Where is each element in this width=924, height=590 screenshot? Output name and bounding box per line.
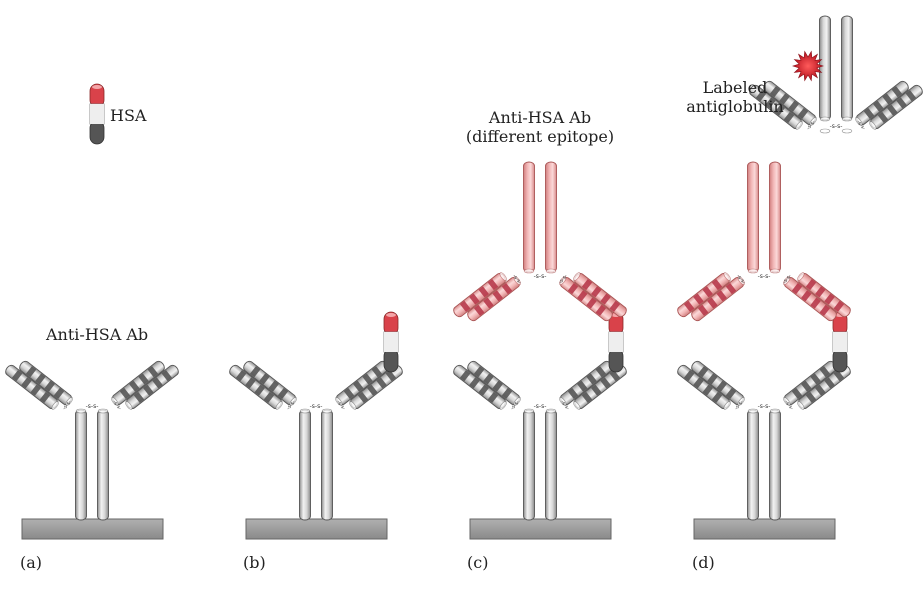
hsa-label: HSA (110, 106, 147, 125)
different-epitope-line: (different epitope) (465, 127, 615, 146)
hsa-molecule-d (832, 311, 848, 373)
capture-antibody-a-disulfide-bond: -s-s- (86, 403, 99, 410)
detection-antibody-d-disulfide-left: -s-s- (735, 273, 747, 285)
labeled-antiglobulin-heavy-chain-right (841, 128, 853, 134)
detection-antibody-c-heavy-chain-right (545, 161, 557, 274)
labeled-antiglobulin-label: Labeled antiglobulin (675, 78, 795, 116)
hsa-molecule-d-bottom (832, 348, 848, 373)
detection-antibody-c-fab-outer-left (453, 272, 507, 318)
capture-antibody-d-disulfide-left: -s-s- (734, 399, 746, 411)
labeled-antiglobulin-fab-inner-right (855, 80, 909, 126)
labeled-antiglobulin-fab-outer-left (749, 84, 803, 130)
labeled-antiglobulin-fab-inner-left (763, 80, 817, 126)
panel-label-c: (c) (467, 553, 489, 572)
capture-antibody-c-fab-inner-right (559, 360, 613, 406)
anti-hsa-ab-line: Anti-HSA Ab (488, 108, 592, 127)
detection-antibody-d-fab-outer-right (797, 272, 851, 318)
anti-hsa-ab-label: Anti-HSA Ab (46, 325, 149, 344)
capture-antibody-a-heavy-chain-left (75, 408, 87, 521)
capture-antibody-b-fab-inner-left (243, 360, 297, 406)
hsa-molecule-b (383, 311, 399, 373)
capture-antibody-a-fab-inner-right (111, 360, 165, 406)
detection-antibody-c-heavy-chain-left (523, 161, 535, 274)
detection-antibody-d-fab-inner-left (691, 276, 745, 322)
labeled-antiglobulin-disulfide-right: -s-s- (855, 119, 867, 131)
labeled-antiglobulin-disulfide-bond: -s-s- (830, 123, 843, 130)
capture-antibody-d-disulfide-right: -s-s- (783, 399, 795, 411)
antiglobulin-stem-left (819, 15, 831, 122)
capture-antibody-d: -s-s- -s-s- -s-s- (677, 360, 851, 521)
capture-antibody-c-disulfide-bond: -s-s- (534, 403, 547, 410)
detection-antibody-d-disulfide-right: -s-s- (782, 273, 794, 285)
label-star-icon (792, 50, 824, 82)
detection-antibody-c-fab-outer-right (573, 272, 627, 318)
solid-surface-c (469, 518, 612, 540)
capture-antibody-a-disulfide-right: -s-s- (111, 399, 123, 411)
hsa-molecule-b-bottom (383, 348, 399, 373)
capture-antibody-c-fab-outer-left (453, 364, 507, 410)
capture-antibody-a-disulfide-left: -s-s- (62, 399, 74, 411)
labeled-line: Labeled (702, 78, 768, 97)
capture-antibody-c-fab-outer-right (573, 364, 627, 410)
capture-antibody-c-fab-inner-left (467, 360, 521, 406)
hsa-molecule-a-bottom (89, 120, 105, 145)
capture-antibody-c-heavy-chain-left (523, 408, 535, 521)
detection-antibody-c-fab-inner-left (467, 276, 521, 322)
solid-surface-a (21, 518, 164, 540)
solid-surface-b (245, 518, 388, 540)
antiglobulin-stem-right (841, 15, 853, 122)
capture-antibody-d-fab-inner-right (783, 360, 837, 406)
capture-antibody-c-disulfide-left: -s-s- (510, 399, 522, 411)
detection-antibody-d-disulfide-bond: -s-s- (758, 273, 771, 280)
capture-antibody-b-heavy-chain-right (321, 408, 333, 521)
capture-antibody-b-heavy-chain-left (299, 408, 311, 521)
capture-antibody-b-fab-outer-right (349, 364, 403, 410)
capture-antibody-d-heavy-chain-right (769, 408, 781, 521)
capture-antibody-d-fab-outer-left (677, 364, 731, 410)
capture-antibody-b-fab-outer-left (229, 364, 283, 410)
capture-antibody-d-fab-outer-right (797, 364, 851, 410)
anti-hsa-ab-different-epitope-label: Anti-HSA Ab (different epitope) (460, 108, 620, 146)
capture-antibody-a-fab-outer-right (125, 364, 179, 410)
panel-label-b: (b) (243, 553, 266, 572)
capture-antibody-a-fab-outer-left (5, 364, 59, 410)
capture-antibody-c: -s-s- -s-s- -s-s- (453, 360, 627, 521)
antiglobulin-line: antiglobulin (686, 97, 784, 116)
capture-antibody-b: -s-s- -s-s- -s-s- (229, 360, 403, 521)
detection-antibody-d-fab-inner-right (783, 276, 837, 322)
detection-antibody-c-disulfide-right: -s-s- (558, 273, 570, 285)
labeled-antiglobulin-disulfide-left: -s-s- (806, 119, 818, 131)
capture-antibody-c-disulfide-right: -s-s- (559, 399, 571, 411)
panel-label-d: (d) (692, 553, 715, 572)
capture-antibody-d-disulfide-bond: -s-s- (758, 403, 771, 410)
labeled-antiglobulin-heavy-chain-left (819, 128, 831, 134)
detection-antibody-c: -s-s- -s-s- -s-s- (453, 161, 627, 322)
panel-label-a: (a) (20, 553, 43, 572)
capture-antibody-b-disulfide-right: -s-s- (335, 399, 347, 411)
hsa-molecule-c (608, 311, 624, 373)
detection-antibody-d-heavy-chain-right (769, 161, 781, 274)
capture-antibody-d-fab-inner-left (691, 360, 745, 406)
detection-antibody-c-fab-inner-right (559, 276, 613, 322)
hsa-molecule-a (89, 83, 105, 145)
capture-antibody-a-fab-inner-left (19, 360, 73, 406)
solid-surface-d (693, 518, 836, 540)
capture-antibody-c-heavy-chain-right (545, 408, 557, 521)
capture-antibody-b-disulfide-left: -s-s- (286, 399, 298, 411)
capture-antibody-a-heavy-chain-right (97, 408, 109, 521)
detection-antibody-c-disulfide-bond: -s-s- (534, 273, 547, 280)
detection-antibody-d-heavy-chain-left (747, 161, 759, 274)
detection-antibody-d-fab-outer-left (677, 272, 731, 318)
hsa-molecule-c-bottom (608, 348, 624, 373)
detection-antibody-d: -s-s- -s-s- -s-s- (677, 161, 851, 322)
labeled-antiglobulin-fab-outer-right (869, 84, 923, 130)
capture-antibody-d-heavy-chain-left (747, 408, 759, 521)
detection-antibody-c-disulfide-left: -s-s- (511, 273, 523, 285)
capture-antibody-b-disulfide-bond: -s-s- (310, 403, 323, 410)
capture-antibody-a: -s-s- -s-s- -s-s- (5, 360, 179, 521)
labeled-antiglobulin: -s-s- -s-s- -s-s- (749, 80, 923, 134)
